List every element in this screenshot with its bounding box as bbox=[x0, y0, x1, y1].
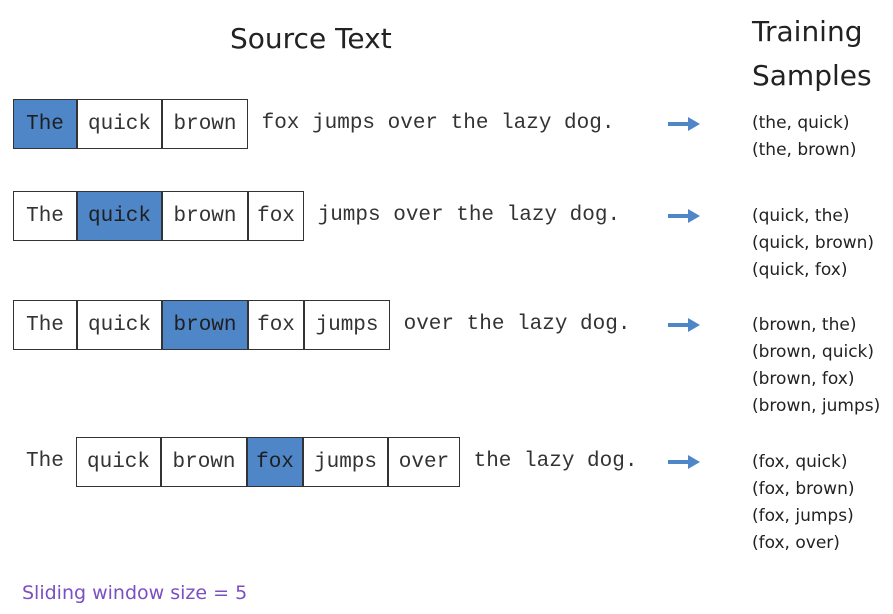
training-sample: (the, brown) bbox=[752, 140, 857, 160]
training-sample: (brown, quick) bbox=[752, 342, 875, 362]
remaining-text: jumps over the lazy dog. bbox=[305, 204, 621, 227]
training-sample: (quick, fox) bbox=[752, 260, 848, 280]
context-word-box: jumps bbox=[304, 300, 390, 350]
training-sample: (fox, over) bbox=[752, 533, 840, 553]
context-word-box: fox bbox=[248, 300, 304, 350]
context-word-box: jumps bbox=[303, 437, 388, 487]
example-row-1: The quick brown fox jumps over the lazy … bbox=[13, 99, 714, 149]
training-heading-line2: Samples bbox=[752, 59, 872, 92]
training-sample: (quick, brown) bbox=[752, 233, 875, 253]
window-size-caption: Sliding window size = 5 bbox=[22, 582, 248, 604]
training-sample: (brown, the) bbox=[752, 315, 857, 335]
context-word-box: brown bbox=[162, 99, 248, 149]
training-sample: (quick, the) bbox=[752, 206, 850, 226]
remaining-text: fox jumps over the lazy dog. bbox=[249, 112, 615, 135]
example-row-4: The quick brown fox jumps over the lazy … bbox=[26, 437, 726, 487]
center-word-box: fox bbox=[247, 437, 303, 487]
example-row-3: The quick brown fox jumps over the lazy … bbox=[13, 300, 714, 350]
example-row-2: The quick brown fox jumps over the lazy … bbox=[13, 191, 714, 241]
training-samples-group-4: (fox, quick) (fox, brown) (fox, jumps) (… bbox=[752, 449, 854, 557]
training-heading-line1: Training bbox=[752, 15, 863, 48]
context-word-box: quick bbox=[77, 99, 162, 149]
training-sample: (fox, brown) bbox=[752, 479, 855, 499]
context-word-box: over bbox=[388, 437, 460, 487]
context-word-box: The bbox=[13, 300, 77, 350]
arrow-right-icon bbox=[668, 117, 700, 131]
training-sample: (brown, jumps) bbox=[752, 396, 881, 416]
arrow-right-icon bbox=[668, 318, 700, 332]
context-word-box: quick bbox=[76, 437, 161, 487]
context-word-box: brown bbox=[161, 437, 247, 487]
training-sample: (the, quick) bbox=[752, 113, 850, 133]
context-word-box: quick bbox=[77, 300, 162, 350]
arrow-right-icon bbox=[668, 455, 700, 469]
context-word-box: brown bbox=[162, 191, 248, 241]
training-sample: (fox, quick) bbox=[752, 452, 848, 472]
center-word-box: quick bbox=[77, 191, 162, 241]
remaining-text: over the lazy dog. bbox=[391, 313, 631, 336]
training-sample: (brown, fox) bbox=[752, 369, 855, 389]
training-samples-group-2: (quick, the) (quick, brown) (quick, fox) bbox=[752, 203, 874, 284]
remaining-text: the lazy dog. bbox=[461, 450, 638, 473]
training-samples-group-3: (brown, the) (brown, quick) (brown, fox)… bbox=[752, 312, 880, 420]
context-word-box: The bbox=[13, 191, 77, 241]
arrow-right-icon bbox=[668, 209, 700, 223]
context-word-box: fox bbox=[248, 191, 304, 241]
source-text-heading: Source Text bbox=[230, 22, 392, 55]
training-sample: (fox, jumps) bbox=[752, 506, 854, 526]
center-word-box: brown bbox=[162, 300, 248, 350]
leading-text: The bbox=[26, 450, 64, 473]
training-samples-heading: Training Samples bbox=[752, 10, 872, 98]
training-samples-group-1: (the, quick) (the, brown) bbox=[752, 110, 856, 164]
center-word-box: The bbox=[13, 99, 77, 149]
